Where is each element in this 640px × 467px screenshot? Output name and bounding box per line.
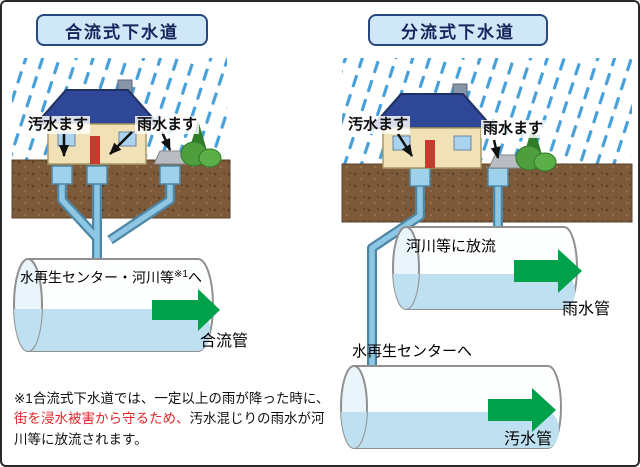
- footnote-highlight: 街を浸水被害から守るため、: [14, 411, 190, 427]
- combined-dest-suffix: へ: [187, 269, 202, 286]
- rain-pipe-destination: 河川等に放流: [406, 238, 497, 255]
- combined-pipe-name: 合流管: [200, 333, 249, 350]
- basins: [51, 165, 509, 187]
- combined-pipe-cylinder: [13, 258, 214, 352]
- sewage-basin-label-right: 汚水ます: [346, 116, 411, 134]
- footnote-part1: ※1合流式下水道では、一定以上の雨が降った時に、: [14, 391, 330, 406]
- rain-pipe-name: 雨水管: [562, 301, 611, 318]
- rain-basin-label-right: 雨水ます: [481, 120, 546, 138]
- ground-left: [11, 159, 231, 219]
- title-separated-label: 分流式下水道: [401, 22, 515, 42]
- title-separated-sewer: 分流式下水道: [368, 14, 548, 46]
- title-combined-label: 合流式下水道: [65, 22, 179, 42]
- sewage-pipe-cylinder: [340, 365, 562, 449]
- combined-pipe-destination: 水再生センター・河川等※1へ: [20, 269, 202, 286]
- flow-arrow-icon-rain: [514, 249, 582, 293]
- sewage-basin-label-left: 汚水ます: [26, 116, 91, 134]
- sewage-pipe-name: 汚水管: [504, 431, 553, 448]
- flow-arrow-icon-sewage: [488, 388, 556, 432]
- flow-arrow-icon-combined: [152, 289, 220, 331]
- ground-right: [341, 163, 633, 223]
- pipes-combined: [57, 184, 175, 268]
- footnote-part3: 汚水混じりの雨水が河川等に放流されます。: [14, 411, 325, 447]
- footnote-ref: ※1: [174, 269, 188, 280]
- sewage-pipe-destination: 水再生センターへ: [352, 343, 473, 360]
- rainwater-pipe-cylinder: [392, 226, 578, 310]
- combined-dest-main: 水再生センター・河川等: [20, 269, 174, 286]
- rain-basin-label-left: 雨水ます: [135, 116, 200, 134]
- footnote: ※1合流式下水道では、一定以上の雨が降った時に、街を浸水被害から守るため、汚水混…: [14, 389, 336, 450]
- pointer-arrow-icons: [59, 131, 501, 159]
- title-combined-sewer: 合流式下水道: [36, 14, 208, 46]
